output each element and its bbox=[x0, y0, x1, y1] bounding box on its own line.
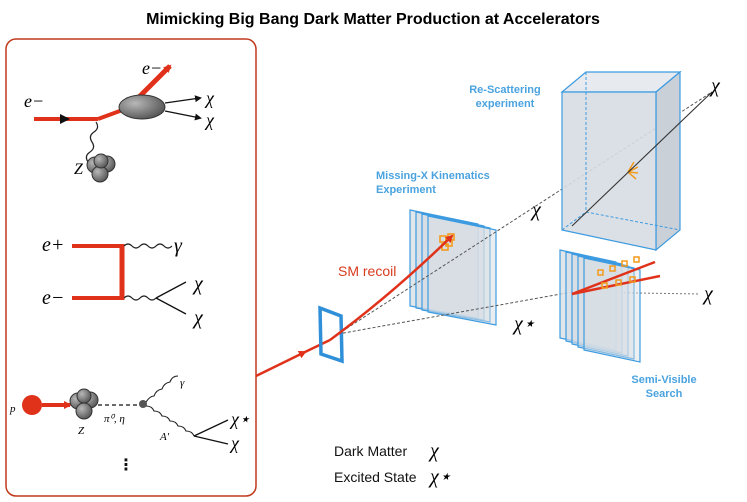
outgoing-electron-label: e− bbox=[142, 58, 162, 78]
hit-marker-icon bbox=[597, 256, 640, 289]
nucleus-label: Z bbox=[78, 425, 85, 437]
meson-label: π⁰, η bbox=[104, 413, 125, 425]
rescattering-label: experiment bbox=[476, 98, 535, 110]
chi-star-label: χ⋆ bbox=[229, 409, 250, 429]
chi-label: χ bbox=[192, 307, 204, 329]
sm-recoil-label: SM recoil bbox=[338, 263, 396, 279]
chi-label: χ bbox=[204, 88, 215, 108]
missing-x-label: Missing-X Kinematics bbox=[376, 170, 490, 182]
legend-dark-matter-label: Dark Matter bbox=[334, 443, 407, 459]
proton-icon bbox=[22, 395, 42, 415]
semi-visible-label: Semi-Visible bbox=[631, 374, 696, 386]
missing-x-label: Experiment bbox=[376, 184, 436, 196]
legend: Dark Matter χ Excited State χ⋆ bbox=[334, 440, 451, 488]
chi-label: χ bbox=[204, 110, 215, 130]
photon-label: γ bbox=[174, 235, 183, 257]
sm-recoil-track bbox=[329, 234, 454, 342]
chi-label: χ bbox=[530, 199, 542, 221]
legend-excited-symbol: χ⋆ bbox=[428, 466, 451, 488]
rescattering-detector bbox=[560, 70, 682, 252]
chi-label: χ bbox=[229, 433, 240, 453]
chi-label: χ bbox=[709, 75, 721, 97]
semi-visible-label: Search bbox=[646, 388, 683, 400]
page-title: Mimicking Big Bang Dark Matter Productio… bbox=[146, 11, 600, 28]
proton-label: p bbox=[9, 403, 16, 415]
nucleus-icon bbox=[69, 388, 99, 420]
more-processes-ellipsis: ⋮ bbox=[118, 455, 134, 474]
nucleus-icon bbox=[86, 153, 116, 183]
scatter-shower-icon bbox=[627, 161, 639, 180]
photon-label: γ bbox=[180, 377, 185, 389]
process-panel bbox=[5, 38, 257, 497]
legend-dark-matter-symbol: χ bbox=[428, 440, 440, 462]
missing-x-detector bbox=[409, 209, 497, 326]
chi-label: χ bbox=[702, 283, 714, 305]
semi-visible-detector bbox=[559, 249, 661, 363]
rescattering-label: Re-Scattering bbox=[469, 84, 541, 96]
chi-label: χ bbox=[192, 273, 204, 295]
chi-star-label: χ⋆ bbox=[512, 313, 535, 335]
interaction-blob bbox=[118, 94, 166, 120]
feynman-diagram-proton-beam: p Z π⁰, η γ A′ χ⋆ χ ⋮ bbox=[9, 375, 250, 474]
positron-label: e+ bbox=[42, 234, 64, 256]
feynman-diagram-electron-beam: e− e− χ χ Z bbox=[24, 58, 215, 183]
legend-excited-label: Excited State bbox=[334, 469, 417, 485]
mediator-label: A′ bbox=[159, 431, 170, 443]
chi-track bbox=[571, 91, 713, 227]
electron-label: e− bbox=[42, 287, 64, 309]
target-plate bbox=[318, 305, 344, 364]
feynman-diagram-annihilation: e+ e− γ χ χ bbox=[42, 234, 204, 329]
nucleus-label: Z bbox=[74, 161, 84, 178]
incoming-electron-label: e− bbox=[24, 91, 44, 111]
incoming-beam bbox=[255, 350, 307, 378]
